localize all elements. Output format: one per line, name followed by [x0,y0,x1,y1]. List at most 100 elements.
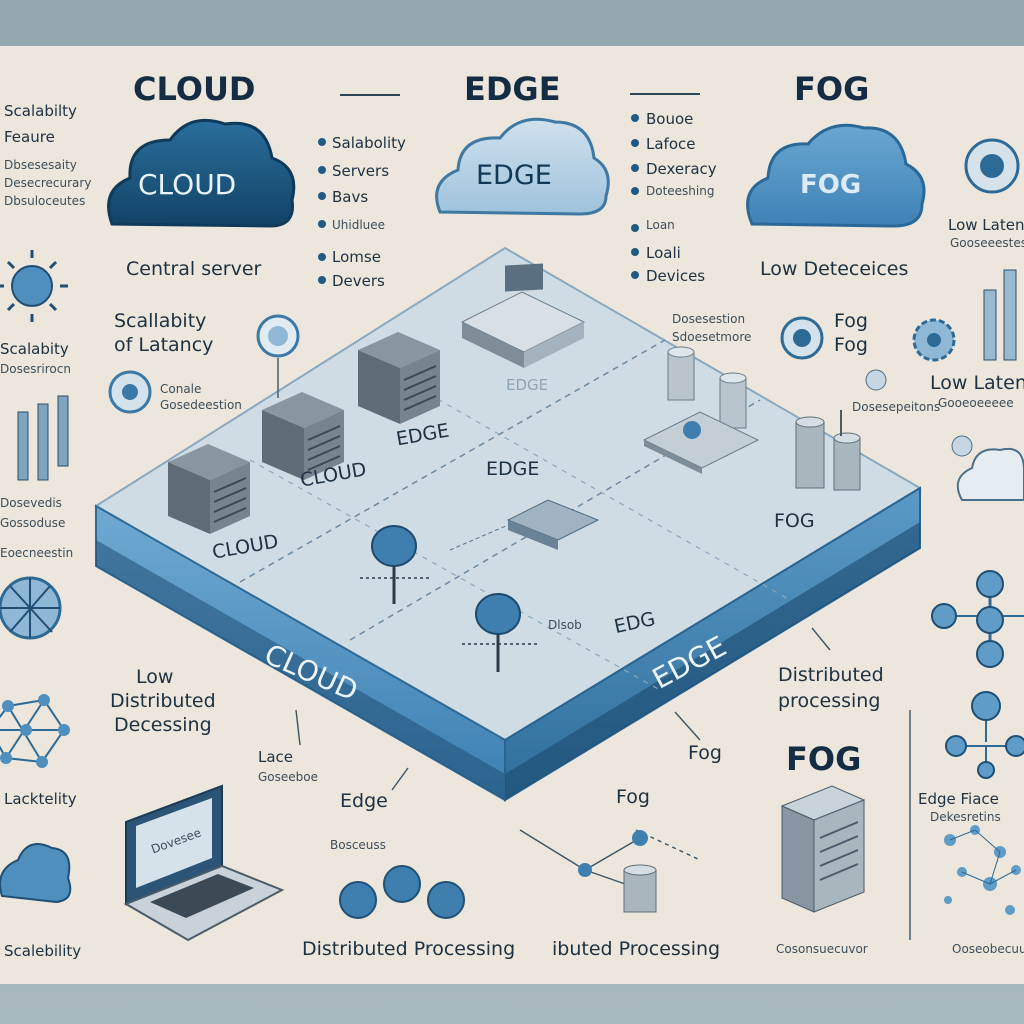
platform-tiny-label: Dlsob [548,618,582,632]
cloud-bullet-dots [318,138,326,284]
cloud-bullet: Devers [332,272,385,290]
cloud-shape-fog [746,123,926,228]
server-cube-1 [168,444,250,534]
fog-subtitle: Low Deteceices [760,258,909,280]
sun-icon [0,250,68,322]
scalability-sub: Dosesrirocn [0,362,71,376]
edge-bullet: Loan [646,218,675,232]
platform-label-edge-faint: EDGE [506,376,549,394]
bottom-lace: Lace [258,748,294,766]
edge-bullet: Bouoe [646,110,694,128]
left-mid-2: Gossoduse [0,516,66,530]
target-icon-left [108,370,152,414]
bottom-fog-big: FOG [786,740,862,778]
network-cloud-icon [951,435,1024,501]
target-icon-center [256,314,300,358]
bottom-node-balls [339,865,465,919]
left-text: Dbsesesaity [4,158,77,172]
scal-latency-1: Scallabity [114,310,207,332]
distributed-right-1: Distributed [778,664,884,686]
cloud-bullet: Bavs [332,188,369,206]
fog-cylinders [642,346,861,491]
edge-bullet-dots [631,114,639,279]
fog-target-icon [780,316,824,360]
left-lackability: Lacktelity [4,790,77,808]
diagram-graphics [0,93,1024,942]
platform-label-edge-2: EDGE [486,458,540,480]
edge-title: EDGE [464,70,561,108]
camera-icon [964,138,1020,194]
fog-caption-3: Dosesepeitons [852,400,941,414]
node-caption-2: Gosedeestion [160,398,242,412]
iot-node-1 [360,525,430,604]
platform-label-fog: FOG [774,510,815,532]
edge-gateway-device [460,263,586,368]
left-low: Low [136,666,174,688]
cloud-bullet: Lomse [332,248,381,266]
scal-latency-2: of Latancy [114,334,214,356]
scatter-network-icon [944,825,1021,915]
left-text: Dbsuloceutes [4,194,86,208]
fog-caption: Dosesestion [672,312,746,326]
server-cube-3 [358,332,440,424]
bottom-fog-small: Fog [688,742,722,764]
cloud-shape-edge [435,117,610,216]
edge-bullet: Lafoce [646,135,696,153]
pin-icon [865,369,887,391]
cloud-shape-label: CLOUD [138,168,237,201]
cloud-small-icon [0,843,72,904]
cloud-bullet: Servers [332,162,390,180]
mesh-network-icon [0,694,70,768]
fog-label-1: Fog [834,310,868,332]
right-edge-fog: Edge Fiace [918,790,999,808]
left-distributed-2: Decessing [114,714,212,736]
distributed-processing-2: ibuted Processing [552,938,721,960]
cloud-title: CLOUD [133,70,256,108]
edge-shape-label: EDGE [476,160,552,191]
left-distributed-1: Distributed [110,690,216,712]
right-bottom: Ooseobecuur [952,942,1024,956]
right-low-latency-sub: Gooseeestes [950,236,1024,250]
left-text: Desecrecurary [4,176,92,190]
tree-network-icon [945,691,1024,779]
globe-network-icon [0,576,62,640]
right-low-latency-sub-2: Gooeoeeeee [938,396,1014,410]
bottom-fog-small-2: Fog [616,786,650,808]
fog-title: FOG [794,70,870,108]
left-mid-3: Eoecneestin [0,546,74,560]
fog-caption-2: Sdoesetmore [672,330,752,344]
laptop-icon [123,784,285,942]
right-low-latency-1: Low Latency [948,216,1024,234]
router-device [449,499,600,551]
edge-bullet: Loali [646,244,681,262]
diagram-panel: CLOUD EDGE FOG CLOUD EDGE FOG Central se… [0,46,1024,984]
bar-chart-icon-right [983,269,1017,361]
bottom-edge: Edge [340,790,388,812]
scalability-left: Scalabity [0,340,69,358]
distributed-processing-1: Distributed Processing [302,938,516,960]
right-low-latency-2: Low Latency [930,372,1024,394]
gear-icon [912,318,956,362]
distributed-right-2: processing [778,690,881,712]
iot-node-2 [462,593,540,672]
edge-bullet: Devices [646,267,706,285]
cloud-bullet: Uhidluee [332,218,386,232]
left-text: Scalabilty [4,102,77,120]
fog-label-2: Fog [834,334,868,356]
server-cube-2 [262,392,344,480]
bottom-hub [578,830,657,913]
bar-chart-icon [17,395,69,481]
cloud-bullet: Salabolity [332,134,406,152]
left-mid-1: Dosevedis [0,496,62,510]
left-bottom: Scalebility [4,942,82,960]
edge-bullet: Doteeshing [646,184,715,198]
bottom-right-caption: Cosonsuecuvor [776,942,868,956]
bottom-lace-sub: Goseeboe [258,770,318,784]
tower-server-icon [780,785,866,913]
cloud-shape-cloud [107,118,296,228]
edge-bullet: Dexeracy [646,160,717,178]
fog-shape-label: FOG [800,170,862,200]
chain-nodes-icon [931,570,1024,668]
isometric-platform [94,246,922,802]
cloud-subtitle: Central server [126,258,262,280]
